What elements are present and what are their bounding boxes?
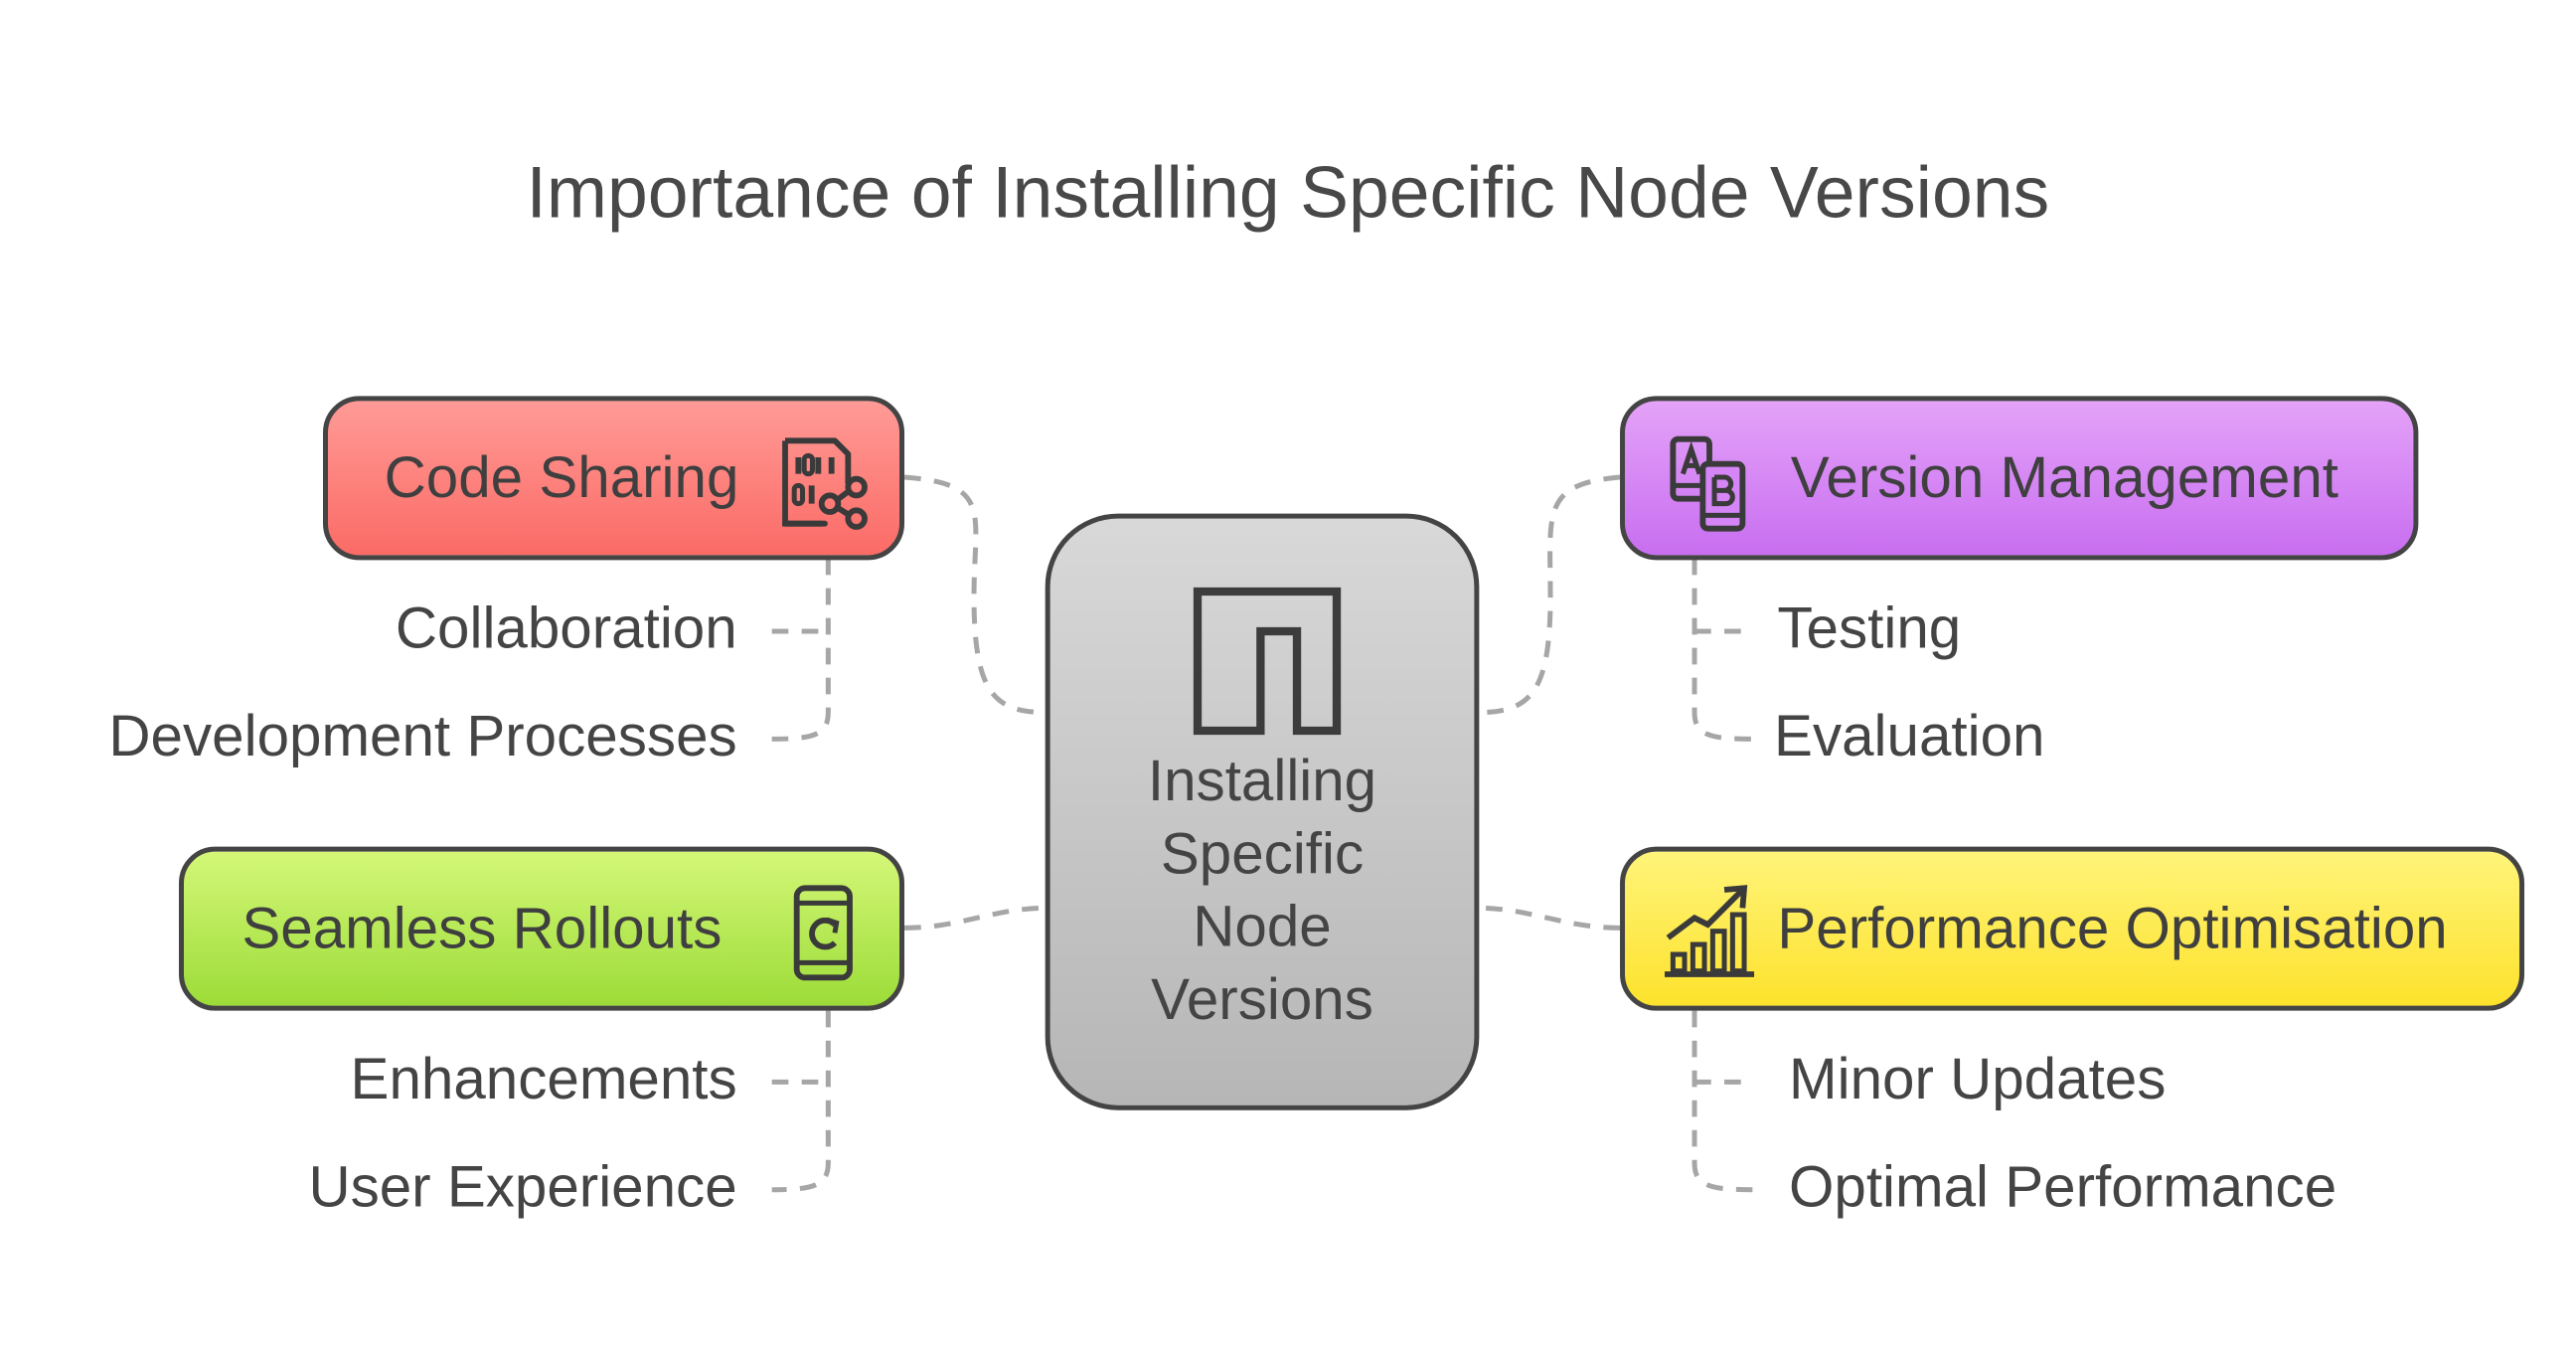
branch-code-sharing: Code Sharing (323, 396, 905, 561)
branch-performance-optimisation-label: Performance Optimisation (1777, 895, 2448, 960)
diagram-title: Importance of Installing Specific Node V… (526, 152, 2050, 235)
connector-version-management (1477, 474, 1621, 716)
connector-testing (1691, 558, 1753, 742)
item-testing: Testing (1777, 596, 1962, 662)
branch-seamless-rollouts: Seamless Rollouts (179, 846, 905, 1011)
ab-devices-icon (1670, 435, 1746, 532)
connector-enhancements (771, 1010, 831, 1193)
item-collaboration: Collaboration (395, 596, 737, 662)
item-user-experience: User Experience (308, 1154, 737, 1220)
center-label: Installing Specific Node Versions (1046, 746, 1480, 1037)
center-line-4: Versions (1151, 967, 1373, 1033)
center-line-3: Node (1193, 895, 1332, 960)
growth-chart-icon (1665, 885, 1755, 977)
item-enhancements: Enhancements (350, 1047, 737, 1112)
branch-code-sharing-label: Code Sharing (384, 444, 739, 510)
center-line-2: Specific (1160, 821, 1365, 887)
connector-seamless-rollouts (904, 905, 1047, 931)
branch-performance-optimisation: Performance Optimisation (1620, 846, 2525, 1011)
connector-collaboration (771, 558, 831, 742)
node-logo-icon (1193, 587, 1342, 736)
code-share-icon (782, 437, 868, 530)
connector-minor-updates (1691, 1010, 1753, 1193)
phone-refresh-icon (793, 885, 853, 981)
center-line-1: Installing (1147, 749, 1377, 814)
branch-version-management-label: Version Management (1790, 444, 2338, 510)
item-optimal-performance: Optimal Performance (1789, 1154, 2337, 1220)
item-minor-updates: Minor Updates (1789, 1047, 2167, 1112)
connector-code-sharing (903, 474, 1047, 716)
branch-seamless-rollouts-label: Seamless Rollouts (242, 895, 723, 960)
item-development-processes: Development Processes (108, 704, 737, 769)
item-evaluation: Evaluation (1774, 704, 2045, 769)
branch-version-management: Version Management (1620, 396, 2419, 561)
center-node (1045, 513, 1480, 1110)
connector-performance (1477, 905, 1621, 931)
